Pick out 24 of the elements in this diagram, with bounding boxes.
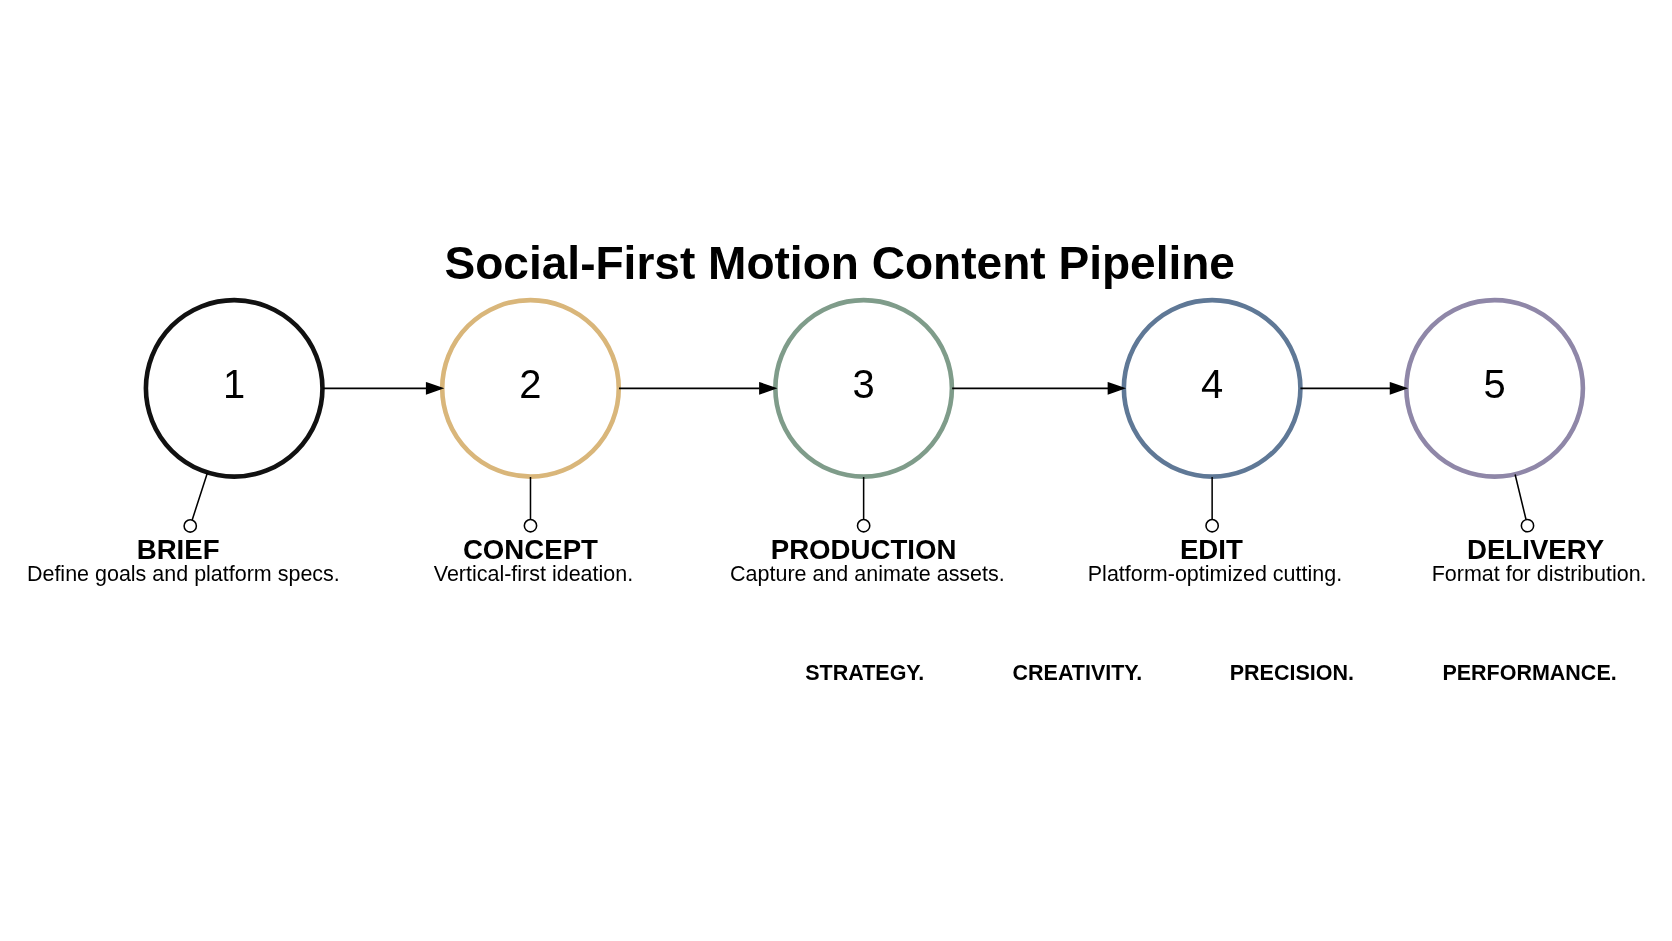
node-text: BRIEF Define goals and platform specs. — [26, 533, 340, 587]
connector — [523, 476, 538, 533]
node-text: EDIT Platform-optimized cutting. — [1087, 533, 1343, 587]
node-text: DELIVERY Format for distribution. — [1431, 533, 1647, 587]
label: STRATEGY. — [805, 661, 925, 686]
node-text: CONCEPT Vertical-first ideation. — [433, 533, 634, 587]
node-circle: 4 — [1121, 297, 1303, 479]
label: PRECISION. — [1229, 661, 1354, 686]
connector — [1205, 476, 1220, 533]
node-text: PRODUCTION Capture and animate assets. — [730, 533, 1005, 587]
label: PERFORMANCE. — [1442, 661, 1617, 686]
label: CREATIVITY. — [1012, 661, 1143, 686]
connector — [183, 472, 209, 533]
node-circle: 5 — [1404, 297, 1586, 479]
node-circle: 2 — [439, 297, 622, 479]
node-circle: 3 — [773, 297, 955, 479]
arrow — [1299, 381, 1409, 395]
arrow — [951, 381, 1127, 395]
connector — [1514, 473, 1535, 533]
diagram-title: Social-First Motion Content Pipeline — [444, 236, 1236, 289]
arrow — [321, 381, 445, 395]
node-circle: 1 — [143, 297, 325, 479]
arrow — [618, 381, 778, 395]
connector — [856, 476, 871, 533]
